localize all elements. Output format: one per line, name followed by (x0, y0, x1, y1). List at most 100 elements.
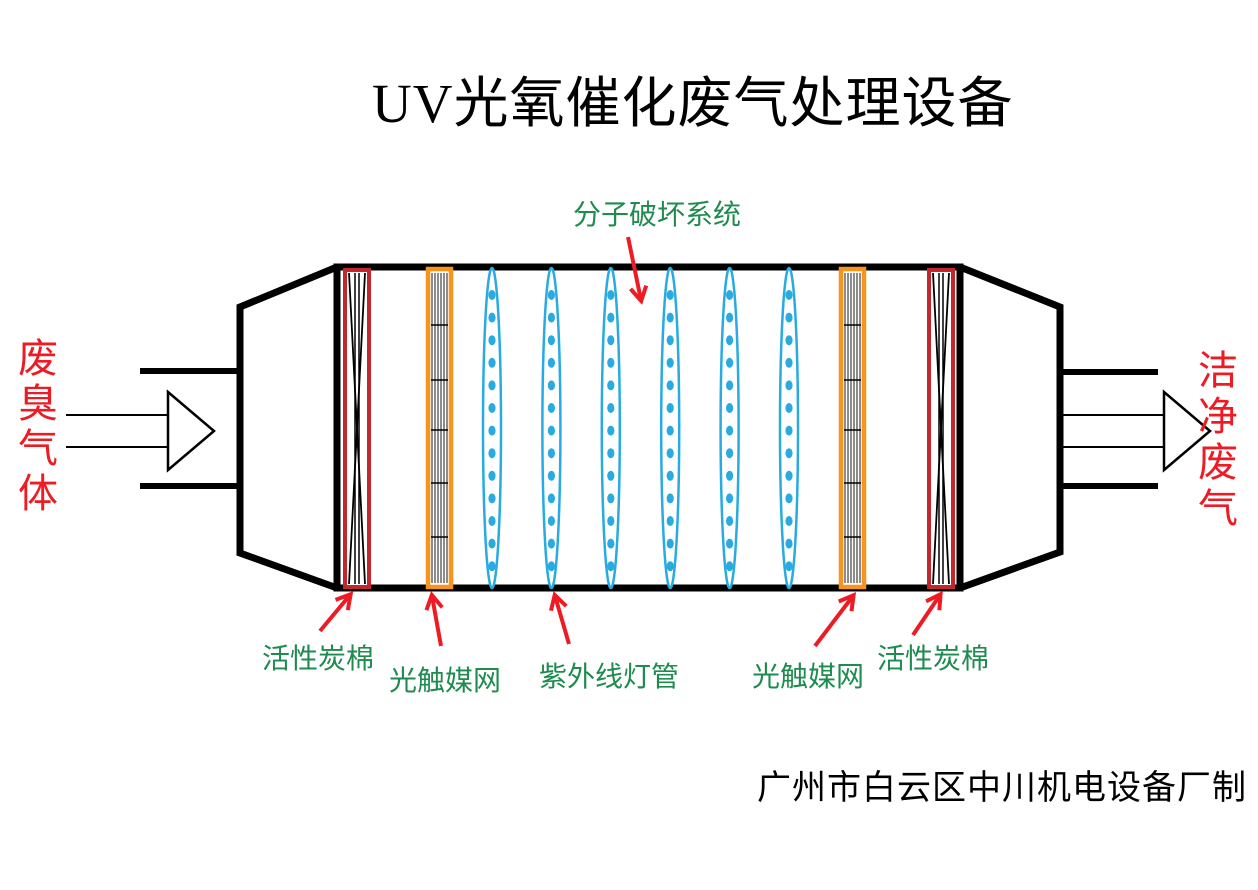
lamp-dot (607, 470, 615, 481)
lamp-dot (547, 335, 556, 346)
lamp-dot (488, 335, 496, 346)
lamp-dot (666, 448, 674, 459)
lamp-dot (488, 290, 496, 300)
lamp-dot (666, 403, 674, 413)
photocatalyst-panel (838, 266, 867, 590)
lamp-dot (488, 561, 496, 572)
lamp-dot (488, 538, 496, 549)
uv-lamp-tube (600, 266, 622, 590)
lamp-dot (726, 470, 734, 481)
lamp-dot (726, 290, 734, 300)
vessel-right-cone (958, 263, 1064, 592)
lamp-dot (547, 403, 556, 413)
lamp-dot (607, 403, 615, 413)
carbon-left-arrow (318, 591, 354, 633)
lamp-dot (547, 493, 556, 504)
lamp-dot (785, 493, 793, 504)
uv-lamp-tube (541, 266, 562, 590)
lamp-dot (547, 470, 556, 481)
photocatalyst-right-label: 光触媒网 (752, 662, 865, 693)
lamp-dot (785, 380, 793, 391)
lamp-dot (607, 516, 615, 526)
photocatalyst-right-arrow (813, 591, 857, 648)
inlet-flow-arrow-icon (66, 389, 216, 473)
lamp-dot (666, 380, 674, 391)
lamp-dot (726, 312, 734, 323)
lamp-dot (726, 357, 734, 368)
lamp-dot (726, 538, 734, 549)
lamp-dot (785, 425, 793, 436)
lamp-dot (666, 561, 674, 572)
lamp-dot (666, 357, 674, 368)
lamp-dot (547, 448, 556, 459)
lamp-dot (607, 561, 615, 572)
uv-lamp-tube (778, 266, 800, 590)
lamp-dot (666, 335, 674, 346)
lamp-dot (607, 312, 615, 323)
lamp-dot (547, 380, 556, 391)
lamp-dot (785, 312, 793, 323)
lamp-dot (785, 538, 793, 549)
molecule-system-arrow (626, 236, 649, 305)
lamp-dot (726, 380, 734, 391)
lamp-dot (547, 516, 556, 526)
lamp-dot (488, 516, 496, 526)
lamp-dot (488, 312, 496, 323)
vessel-body (140, 263, 1158, 592)
outlet-gas-label: 洁净废气 (1198, 348, 1238, 531)
lamp-dot (607, 335, 615, 346)
page-title: UV光氧催化废气处理设备 (372, 73, 1014, 134)
lamp-dot (488, 403, 496, 413)
uv-lamp-array (481, 266, 800, 590)
carbon-right-label: 活性炭棉 (877, 644, 990, 675)
lamp-dot (666, 312, 674, 323)
lamp-dot (488, 425, 496, 436)
lamp-dot (607, 448, 615, 459)
uv-lamps-label: 紫外线灯管 (539, 662, 680, 693)
lamp-dot (666, 425, 674, 436)
lamp-dot (666, 538, 674, 549)
lamp-dot (666, 290, 674, 300)
vessel-left-cone (236, 263, 339, 592)
lamp-dot (666, 470, 674, 481)
lamp-dot (547, 425, 556, 436)
lamp-dot (488, 470, 496, 481)
lamp-dot (666, 516, 674, 526)
lamp-dot (488, 357, 496, 368)
lamp-dot (785, 470, 793, 481)
lamp-dot (488, 380, 496, 391)
carbon-panel (343, 268, 371, 589)
filter-panels (343, 266, 955, 590)
lamp-dot (547, 312, 556, 323)
lamp-dot (547, 290, 556, 300)
lamp-dot (488, 493, 496, 504)
uv-lamps-arrow (549, 591, 571, 645)
uv-lamp-tube (659, 266, 681, 590)
lamp-dot (785, 516, 793, 526)
lamp-dot (607, 425, 615, 436)
lamp-dot (785, 448, 793, 459)
photocatalyst-panel (425, 266, 454, 590)
lamp-dot (607, 493, 615, 504)
lamp-dot (726, 493, 734, 504)
lamp-dot (607, 380, 615, 391)
lamp-dot (547, 561, 556, 572)
lamp-dot (726, 425, 734, 436)
annotation-arrows (318, 236, 943, 648)
lamp-dot (547, 538, 556, 549)
lamp-dot (726, 403, 734, 413)
lamp-dot (666, 493, 674, 504)
lamp-dot (785, 290, 793, 300)
lamp-dot (726, 448, 734, 459)
lamp-dot (785, 403, 793, 413)
carbon-panel (927, 268, 955, 589)
lamp-dot (785, 561, 793, 572)
inlet-gas-label: 废臭气体 (18, 336, 58, 516)
lamp-dot (607, 357, 615, 368)
lamp-dot (726, 561, 734, 572)
outlet-flow-arrow-icon (1062, 389, 1212, 473)
lamp-dot (785, 357, 793, 368)
lamp-dot (726, 335, 734, 346)
